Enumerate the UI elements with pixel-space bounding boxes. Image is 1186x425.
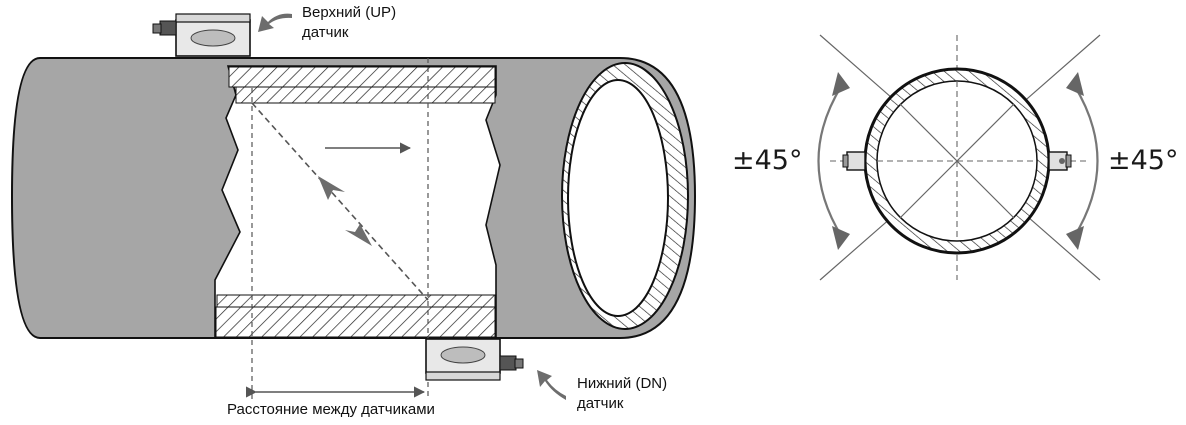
lower-sensor — [425, 338, 524, 381]
rotation-arc-right-arrowhead-top — [1066, 72, 1084, 96]
wall-section-bottom — [215, 306, 496, 338]
wall-section-top-inner — [235, 86, 496, 104]
dn-sensor-label-line2: датчик — [577, 395, 624, 412]
cross-section — [817, 34, 1101, 281]
rotation-arc-right-arrowhead-bottom — [1066, 226, 1084, 250]
rotation-arc-left-arrowhead-bottom — [832, 226, 850, 250]
angle-label-left: ±45° — [732, 145, 803, 176]
cutaway-window — [214, 65, 501, 339]
up-sensor-label-line1: Верхний (UP) — [302, 4, 397, 21]
rotation-arc-left-arrowhead-top — [832, 72, 850, 96]
rotation-arc-left — [817, 84, 843, 238]
dn-callout-arrow — [537, 370, 566, 400]
cross-section-sensor-left — [842, 151, 866, 171]
wall-section-top — [228, 66, 496, 88]
signal-path-line — [251, 102, 429, 301]
wall-section-bottom-inner — [216, 294, 496, 308]
angle-label-right: ±45° — [1108, 145, 1179, 176]
upper-sensor — [152, 13, 251, 57]
up-callout-arrow — [258, 13, 292, 32]
rotation-arc-right — [1073, 84, 1099, 238]
pipe-inner-bore — [567, 79, 669, 317]
signal-arrow-up — [318, 176, 345, 200]
distance-label: Расстояние между датчиками — [227, 401, 435, 418]
dn-sensor-label-line1: Нижний (DN) — [577, 375, 668, 392]
cross-section-sensor-right — [1048, 151, 1072, 171]
up-sensor-label-line2: датчик — [302, 24, 349, 41]
signal-arrow-down — [345, 224, 372, 246]
